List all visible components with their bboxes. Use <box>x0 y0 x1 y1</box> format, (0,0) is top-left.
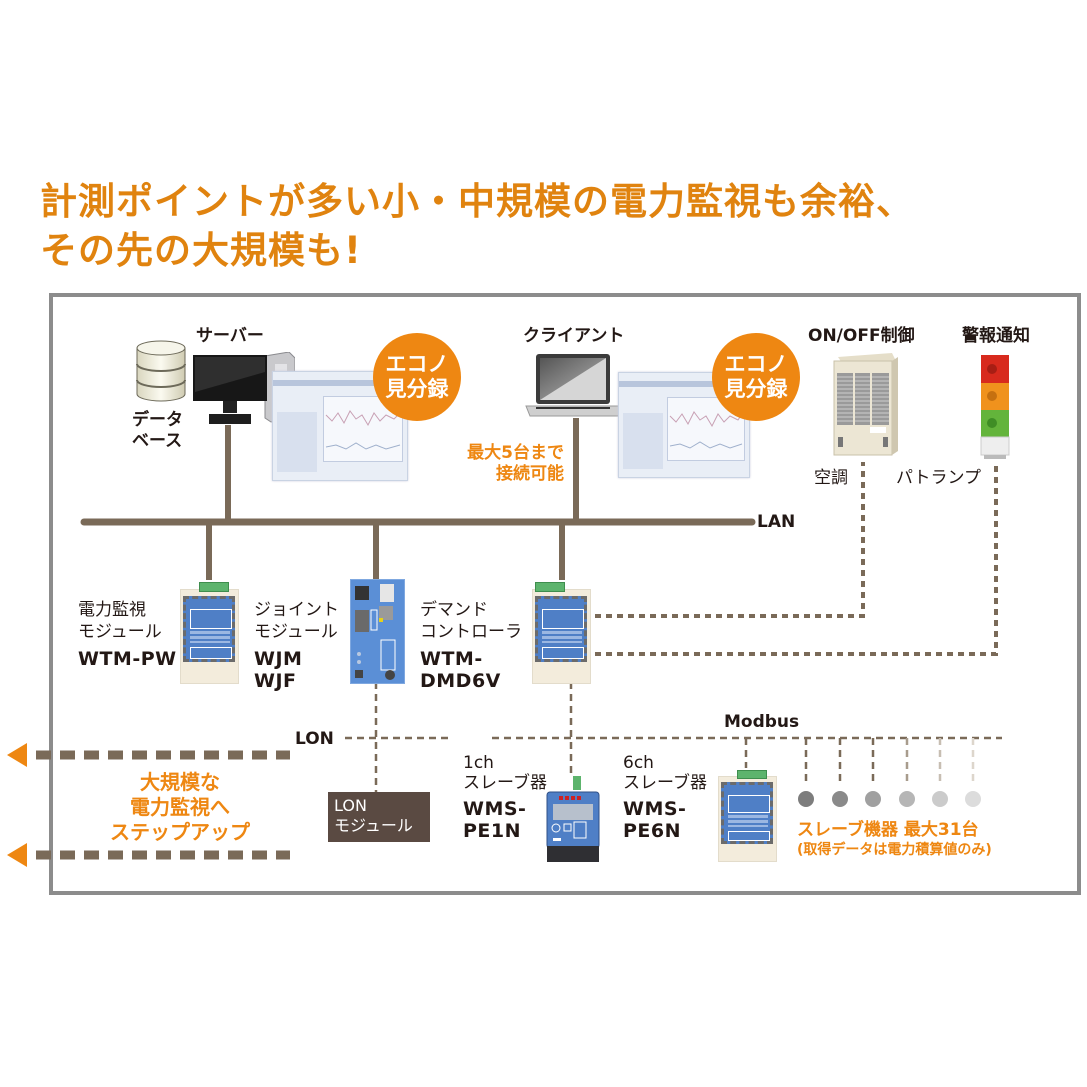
database-icon <box>136 340 186 402</box>
slave-1-model-line-1: WMS- <box>463 798 527 820</box>
module-2-model-line-2: WJF <box>254 670 297 692</box>
signal-tower-lamp-icon <box>980 355 1010 459</box>
alarm-notify-label: 警報通知 <box>962 326 1030 346</box>
diagram-frame <box>49 293 1081 895</box>
slave-device-dot <box>965 791 981 807</box>
stepup-line-3: ステップアップ <box>110 820 250 844</box>
server-label: サーバー <box>196 326 264 346</box>
arrow-left-icon <box>7 743 27 767</box>
slave-2-model-line-1: WMS- <box>623 798 687 820</box>
slave-note-line-1: スレーブ機器 最大31台 <box>797 820 979 840</box>
stepup-line-2: 電力監視へ <box>130 795 230 819</box>
slave-device-dot <box>832 791 848 807</box>
badge-line-1: エコノ <box>385 352 449 376</box>
econo-mibunroku-badge-client: エコノ 見分録 <box>712 333 800 421</box>
laptop-icon <box>524 354 624 418</box>
module-3-name-line-1: デマンド <box>420 600 488 620</box>
module-3-name-line-2: コントローラ <box>420 622 522 642</box>
wms-pe6n-device <box>718 770 777 862</box>
lon-label: LON <box>295 729 334 749</box>
headline-line-2: その先の大規模も! <box>40 229 362 272</box>
aircon-label: 空調 <box>814 468 848 488</box>
client-note-line-2: 接続可能 <box>496 464 564 484</box>
joint-module-device <box>350 579 405 684</box>
onoff-control-label: ON/OFF制御 <box>808 326 915 346</box>
modbus-label: Modbus <box>724 712 800 732</box>
database-label-1: データ <box>132 410 183 430</box>
slave-device-dot <box>798 791 814 807</box>
slave-note-line-2: (取得データは電力積算値のみ) <box>797 842 992 858</box>
demand-controller-device <box>532 582 591 684</box>
client-software-screenshot <box>618 372 750 478</box>
lon-module-box: LON モジュール <box>328 792 430 842</box>
badge-line-2: 見分録 <box>724 377 788 401</box>
slave-2-model-line-2: PE6N <box>623 820 682 842</box>
arrow-left-icon <box>7 843 27 867</box>
slave-2-name: スレーブ器 <box>623 773 707 793</box>
power-monitor-module-device <box>180 582 239 684</box>
lon-module-line-1: LON <box>334 796 367 815</box>
slave-device-dot <box>899 791 915 807</box>
module-2-name-line-1: ジョイント <box>254 600 339 620</box>
econo-mibunroku-badge-server: エコノ 見分録 <box>373 333 461 421</box>
module-3-model-line-1: WTM- <box>420 648 483 670</box>
badge-line-1: エコノ <box>724 352 788 376</box>
module-1-model: WTM-PW <box>78 648 177 670</box>
client-note-line-1: 最大5台まで <box>467 443 564 463</box>
wms-pe1n-device <box>545 776 601 862</box>
badge-line-2: 見分録 <box>385 377 449 401</box>
slave-2-ch: 6ch <box>623 753 654 773</box>
slave-1-name: スレーブ器 <box>463 773 547 793</box>
stepup-text: 大規模な 電力監視へ ステップアップ <box>70 770 290 845</box>
lan-label: LAN <box>757 512 796 532</box>
slave-device-dot <box>932 791 948 807</box>
headline-line-1: 計測ポイントが多い小・中規模の電力監視も余裕、 <box>40 180 914 223</box>
module-1-name-line-2: モジュール <box>78 622 162 642</box>
module-2-name-line-2: モジュール <box>254 622 338 642</box>
module-3-model-line-2: DMD6V <box>420 670 501 692</box>
slave-device-dot <box>865 791 881 807</box>
slave-1-ch: 1ch <box>463 753 494 773</box>
lon-module-line-2: モジュール <box>334 816 413 835</box>
client-label: クライアント <box>523 326 625 346</box>
database-label-2: ベース <box>132 431 183 451</box>
module-1-name-line-1: 電力監視 <box>78 600 146 620</box>
air-conditioner-icon <box>832 353 900 457</box>
patlamp-label: パトランプ <box>896 468 981 488</box>
slave-1-model-line-2: PE1N <box>463 820 522 842</box>
module-2-model-line-1: WJM <box>254 648 303 670</box>
stepup-line-1: 大規模な <box>140 770 220 794</box>
